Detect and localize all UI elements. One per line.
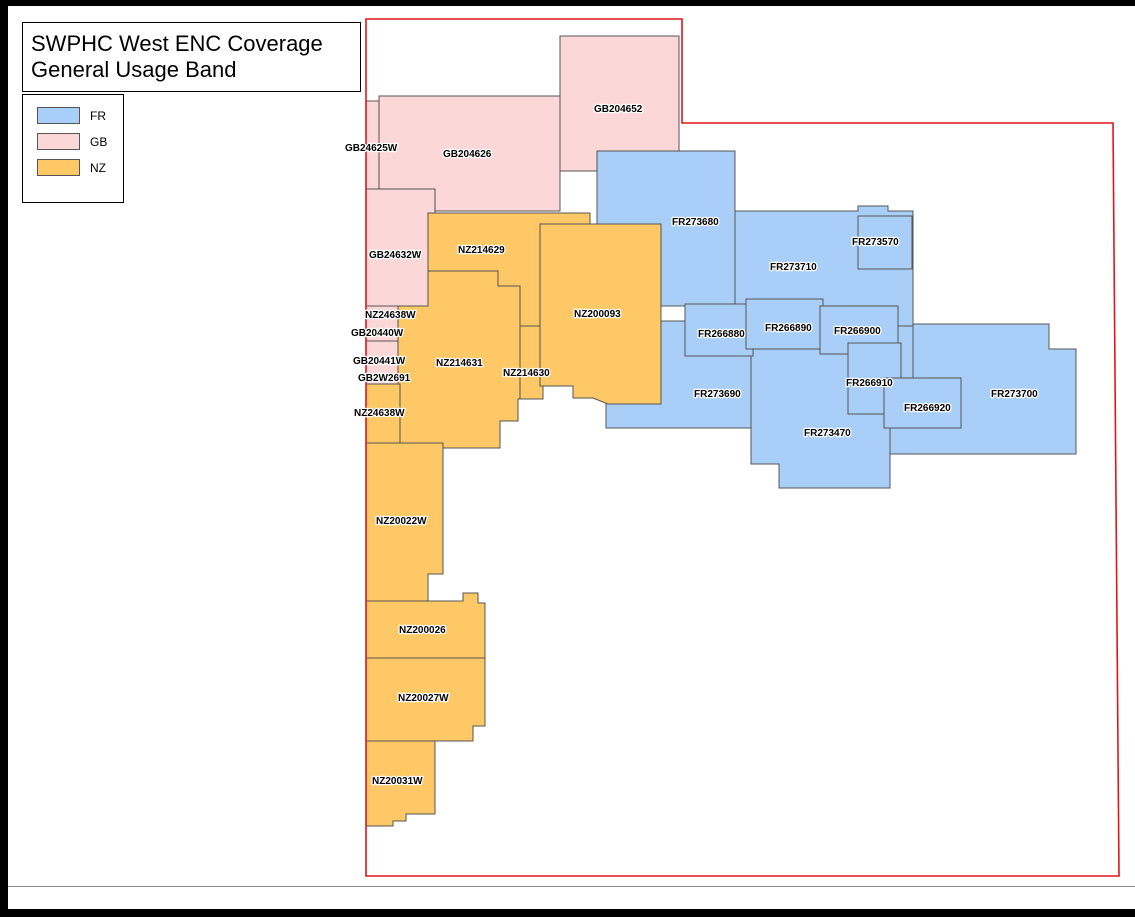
coverage-boundary — [365, 18, 1120, 877]
label-FR273710: FR273710 — [770, 262, 817, 273]
legend-swatch-gb — [37, 133, 80, 150]
legend-label-nz: NZ — [90, 160, 106, 175]
bottom-status-bar — [8, 886, 1135, 909]
cell-GB24632W[interactable] — [365, 188, 436, 307]
cell-NZ20031W[interactable] — [365, 740, 436, 827]
cell-NZ214631[interactable] — [397, 270, 521, 449]
label-FR266920: FR266920 — [904, 403, 951, 414]
cell-NZ200093[interactable] — [539, 223, 662, 405]
label-FR273700: FR273700 — [991, 389, 1038, 400]
label-FR266910: FR266910 — [846, 378, 893, 389]
cell-FR273570[interactable] — [857, 215, 913, 270]
cell-labels: GB204652 GB204626 GB24625W GB24632W GB20… — [344, 103, 1040, 789]
label-NZ24638W-lower: NZ24638W — [354, 408, 405, 419]
legend-label-fr: FR — [90, 108, 106, 123]
label-NZ214630: NZ214630 — [503, 368, 550, 379]
label-GB2W2691: GB2W2691 — [358, 373, 411, 384]
legend-label-gb: GB — [90, 134, 108, 149]
label-FR266900: FR266900 — [834, 326, 881, 337]
label-FR273470: FR273470 — [804, 428, 851, 439]
label-NZ200026: NZ200026 — [399, 625, 446, 636]
legend-swatch-fr — [37, 107, 80, 124]
map-frame: GB204652 GB204626 GB24625W GB24632W GB20… — [8, 6, 1135, 909]
label-GB204626: GB204626 — [443, 149, 492, 160]
title-line-2: General Usage Band — [31, 57, 237, 82]
fr-cells — [596, 150, 1077, 489]
legend-item-fr: FR — [37, 106, 123, 125]
label-GB24632W: GB24632W — [369, 250, 422, 261]
label-FR273570: FR273570 — [852, 237, 899, 248]
label-NZ214631: NZ214631 — [436, 358, 483, 369]
label-NZ20022W: NZ20022W — [376, 516, 427, 527]
label-FR273680: FR273680 — [672, 217, 719, 228]
cell-FR266920[interactable] — [883, 377, 962, 429]
map-canvas[interactable]: GB204652 GB204626 GB24625W GB24632W GB20… — [8, 6, 1135, 909]
label-NZ20031W: NZ20031W — [372, 776, 423, 787]
label-GB204652: GB204652 — [594, 104, 643, 115]
label-NZ20027W: NZ20027W — [398, 693, 449, 704]
legend-item-nz: NZ — [37, 158, 123, 177]
label-FR266890: FR266890 — [765, 323, 812, 334]
title-line-1: SWPHC West ENC Coverage — [31, 31, 323, 56]
legend: FR GB NZ — [22, 94, 124, 203]
cell-FR266880[interactable] — [684, 303, 754, 357]
gb-cells — [365, 35, 680, 385]
label-GB24625W: GB24625W — [345, 143, 398, 154]
label-FR273690: FR273690 — [694, 389, 741, 400]
label-NZ214629: NZ214629 — [458, 245, 505, 256]
label-GB20440W: GB20440W — [351, 328, 404, 339]
nz-cells — [365, 212, 662, 827]
label-GB20441W: GB20441W — [353, 356, 406, 367]
legend-swatch-nz — [37, 159, 80, 176]
label-NZ24638W-upper: NZ24638W — [365, 310, 416, 321]
label-FR266880: FR266880 — [698, 329, 745, 340]
legend-item-gb: GB — [37, 132, 123, 151]
label-NZ200093: NZ200093 — [574, 309, 621, 320]
map-title: SWPHC West ENC Coverage General Usage Ba… — [22, 22, 361, 92]
